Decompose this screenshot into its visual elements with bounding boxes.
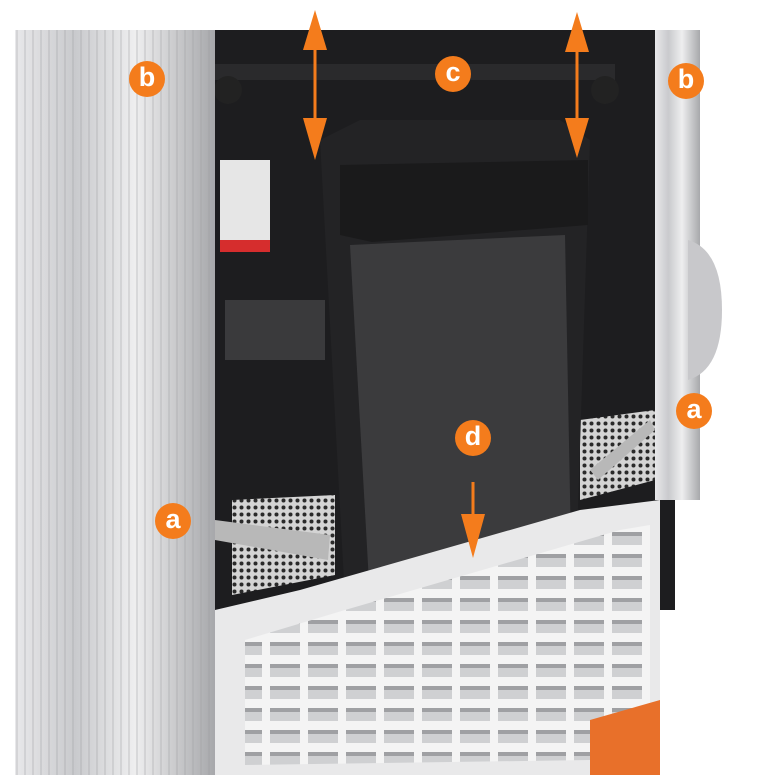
strap-left [215,520,330,560]
label-a-right: a [676,393,712,429]
orange-panel [590,700,660,775]
label-b-right: b [668,63,704,99]
clamp-bar [215,64,615,80]
filter-handle [340,160,588,242]
label-d: d [455,420,491,456]
side-handle [688,240,722,380]
strap-right [590,420,655,480]
arrows [303,10,589,558]
label-c: c [435,56,471,92]
circuit-breaker [220,160,270,250]
label-b-left: b [129,61,165,97]
filter-panel [350,235,572,600]
label-a-left: a [155,503,191,539]
